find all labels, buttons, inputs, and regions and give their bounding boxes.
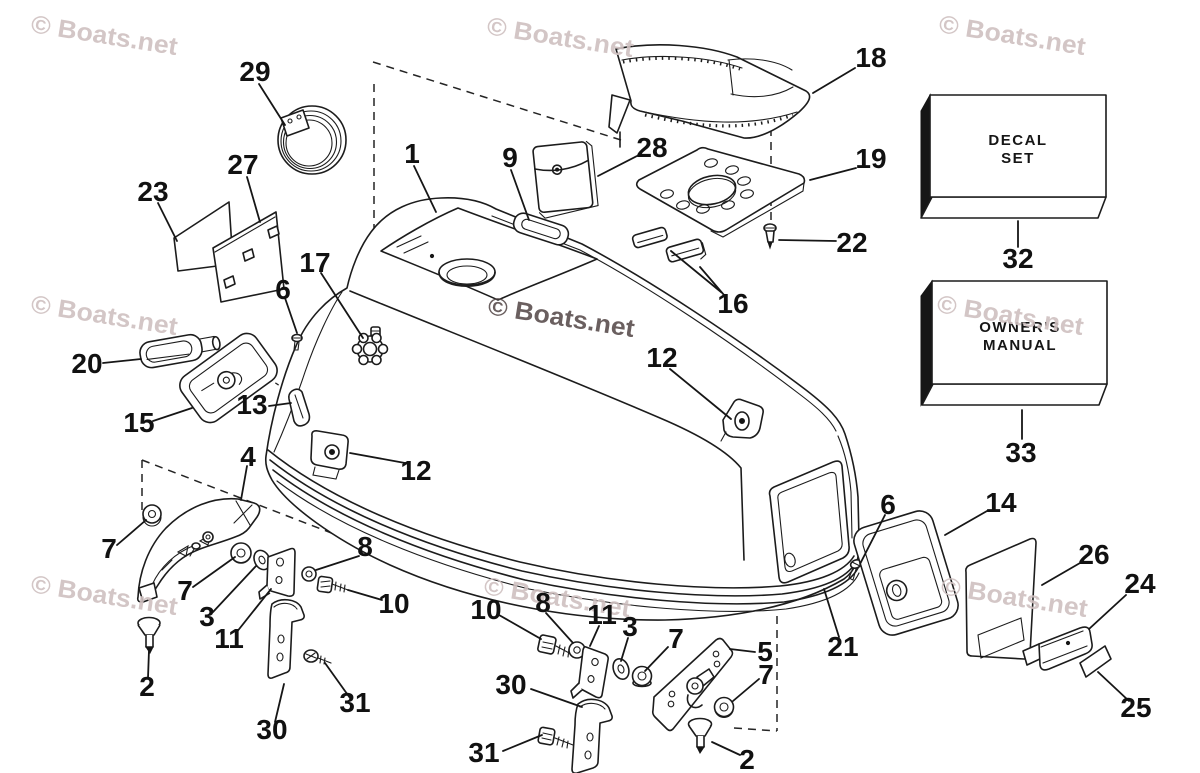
callout-4: 4 [240,441,256,472]
watermark-text: © Boats.net [937,10,1088,61]
callout-12-right: 12 [646,342,677,373]
callout-30-left: 30 [256,714,287,745]
callout-2-center: 2 [739,744,755,773]
callout-2-left: 2 [139,671,155,702]
callout-10-left: 10 [378,588,409,619]
callout-23: 23 [137,176,168,207]
strips-part-16 [631,226,707,263]
latch-part-12-right [720,398,764,442]
callout-22: 22 [836,227,867,258]
engine-cover-body [264,197,860,621]
nut-part-7-center [631,665,653,688]
callout-30-center: 30 [495,669,526,700]
dashed-alignment-lines [141,61,778,732]
callout-20: 20 [71,348,102,379]
plate-part-27 [212,211,285,303]
callout-8-left: 8 [357,531,373,562]
front-bracket-part-4 [136,497,261,603]
callout-18: 18 [855,42,886,73]
callout-7-a: 7 [101,533,117,564]
screw-part-31-left [303,649,332,665]
callout-13: 13 [236,389,267,420]
bracket-part-30-center [571,698,613,773]
callout-24: 24 [1124,568,1156,599]
grommet-part-7-left [142,504,162,527]
grommet-part-7-right2 [713,696,735,719]
callout-9: 9 [502,142,518,173]
watermark-text: © Boats.net [29,290,180,341]
latch-plate-part-15 [179,332,278,424]
callout-31-center: 31 [468,737,499,768]
callout-11-center: 11 [587,599,617,630]
pouch-part-28 [532,140,599,219]
callout-25: 25 [1120,692,1151,723]
callout-numbers: 29 23 27 1 9 28 18 19 22 16 6 17 20 15 1… [71,42,1156,773]
watermark-text: © Boats.net [29,10,180,61]
pin-part-2-left [137,616,161,654]
ring-part-29 [277,105,347,175]
bushing-part-7-left2 [230,542,252,564]
callout-12-left: 12 [400,455,431,486]
gasket-frame-part-14 [853,510,959,636]
callout-11-left: 11 [214,623,244,654]
callout-33: 33 [1005,437,1036,468]
callout-28: 28 [636,132,667,163]
callout-3-left: 3 [199,601,215,632]
callout-19: 19 [855,143,886,174]
strip-part-25 [1079,645,1112,678]
latch-handle-part-20 [139,333,221,369]
bracket-part-30-left [267,598,305,679]
callout-7-c: 7 [668,623,684,654]
knob-part-17 [351,326,389,366]
callout-6-upper: 6 [275,274,291,305]
screw-part-10-left [316,575,349,594]
callout-14: 14 [985,487,1017,518]
callout-16: 16 [717,288,748,319]
watermark-text: © Boats.net [485,12,636,63]
callout-10-center: 10 [470,594,501,625]
callout-8-center: 8 [535,587,551,618]
washer-part-8-left [301,566,317,582]
screw-part-10-center [537,634,574,658]
callout-31-left: 31 [339,687,370,718]
owners-manual-label-line1: OWNER'S [979,319,1061,336]
callout-6-right: 6 [880,489,896,520]
callout-17: 17 [299,247,330,278]
callout-27: 27 [227,149,258,180]
callout-21: 21 [827,631,858,662]
washer-part-3-center [612,658,630,680]
callout-26: 26 [1078,539,1109,570]
leader-lines [102,67,1130,756]
screw-part-31-center [537,726,574,749]
callout-29: 29 [239,56,270,87]
owners-manual-label-line2: MANUAL [983,337,1057,354]
decal-set-label-line1: DECAL [988,132,1047,149]
top-cover-part-18 [608,44,811,139]
bracket-part-11-left [258,547,296,600]
callout-1: 1 [404,138,420,169]
bracket-part-5 [651,637,734,732]
decal-set-box: DECAL SET [920,93,1107,219]
callout-5: 5 [757,636,773,667]
pin-part-2-center [687,717,713,754]
callout-15: 15 [123,407,154,438]
owners-manual-box: OWNER'S MANUAL [920,279,1108,407]
callout-3-center: 3 [622,611,638,642]
cover-grip-part-9 [512,212,570,246]
screw-part-22 [763,223,777,250]
decal-set-label-line2: SET [1001,150,1035,167]
screw-part-6-upper [291,333,303,351]
plate-part-19 [635,146,806,238]
clip-part-13 [288,388,311,427]
callout-7-b: 7 [177,575,193,606]
handle-part-24 [1022,626,1093,671]
callout-32: 32 [1002,243,1033,274]
bracket-part-11-center [570,646,609,699]
latch-part-12-left [310,430,349,480]
callout-7-d: 7 [758,659,774,690]
